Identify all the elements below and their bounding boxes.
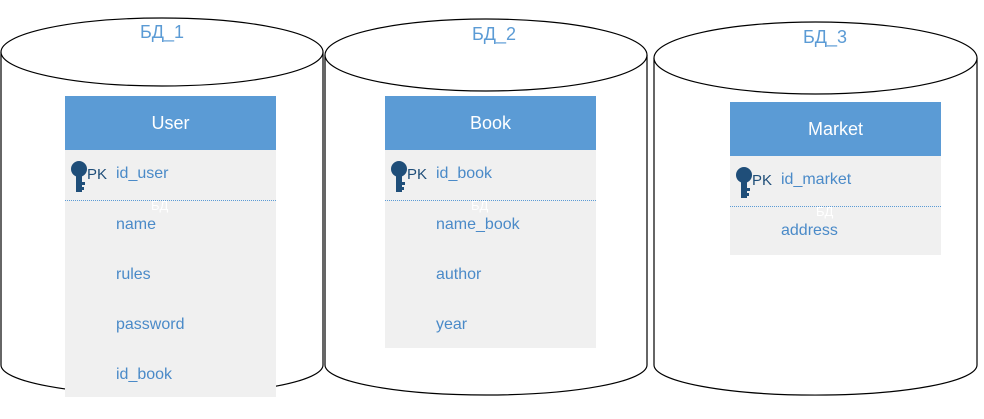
db2-title: БД_2 — [471, 24, 517, 44]
ghost-label: БД — [816, 204, 834, 219]
table-book[interactable]: Book PK id_book БД name_book author year — [385, 96, 596, 348]
field-password: password — [116, 316, 185, 333]
db1-title: БД_1 — [139, 22, 185, 42]
ghost-label: БД — [151, 198, 169, 213]
field-id-book: id_book — [116, 366, 173, 383]
table-user[interactable]: User PK id_user БД name rules password i… — [65, 96, 276, 397]
field-id-book: id_book — [436, 165, 493, 182]
field-year: year — [436, 316, 468, 333]
table-user-row[interactable]: rules — [65, 251, 276, 301]
table-market[interactable]: Market PK id_market БД address — [730, 102, 941, 255]
key-icon — [736, 167, 752, 198]
pk-label: PK — [87, 166, 108, 183]
table-user-row[interactable]: password — [65, 301, 276, 351]
cylinder-db2 — [324, 18, 648, 396]
table-user-pk-row[interactable]: PK id_user БД — [65, 150, 276, 213]
table-market-header: Market — [730, 102, 941, 156]
field-name-book: name_book — [436, 216, 520, 233]
field-address: address — [781, 222, 838, 239]
ghost-label: БД — [471, 198, 489, 213]
table-user-header: User — [65, 96, 276, 150]
table-book-row[interactable]: author — [385, 251, 596, 301]
table-book-pk-row[interactable]: PK id_book БД — [385, 150, 596, 213]
field-rules: rules — [116, 266, 151, 283]
field-author: author — [436, 266, 482, 283]
cylinder-db3 — [653, 21, 978, 396]
key-icon — [71, 161, 87, 192]
pk-label: PK — [752, 172, 773, 189]
key-icon — [391, 161, 407, 192]
field-id-market: id_market — [781, 171, 852, 188]
table-market-pk-row[interactable]: PK id_market БД — [730, 156, 941, 219]
table-book-header: Book — [385, 96, 596, 150]
db3-title: БД_3 — [802, 27, 848, 47]
table-market-row[interactable]: address — [730, 207, 941, 257]
table-user-row[interactable]: id_book — [65, 351, 276, 401]
field-id-user: id_user — [116, 165, 169, 182]
table-user-row[interactable]: name — [65, 201, 276, 251]
pk-label: PK — [407, 166, 428, 183]
table-book-row[interactable]: name_book — [385, 201, 596, 251]
field-name: name — [116, 216, 157, 233]
table-book-row[interactable]: year — [385, 301, 596, 351]
